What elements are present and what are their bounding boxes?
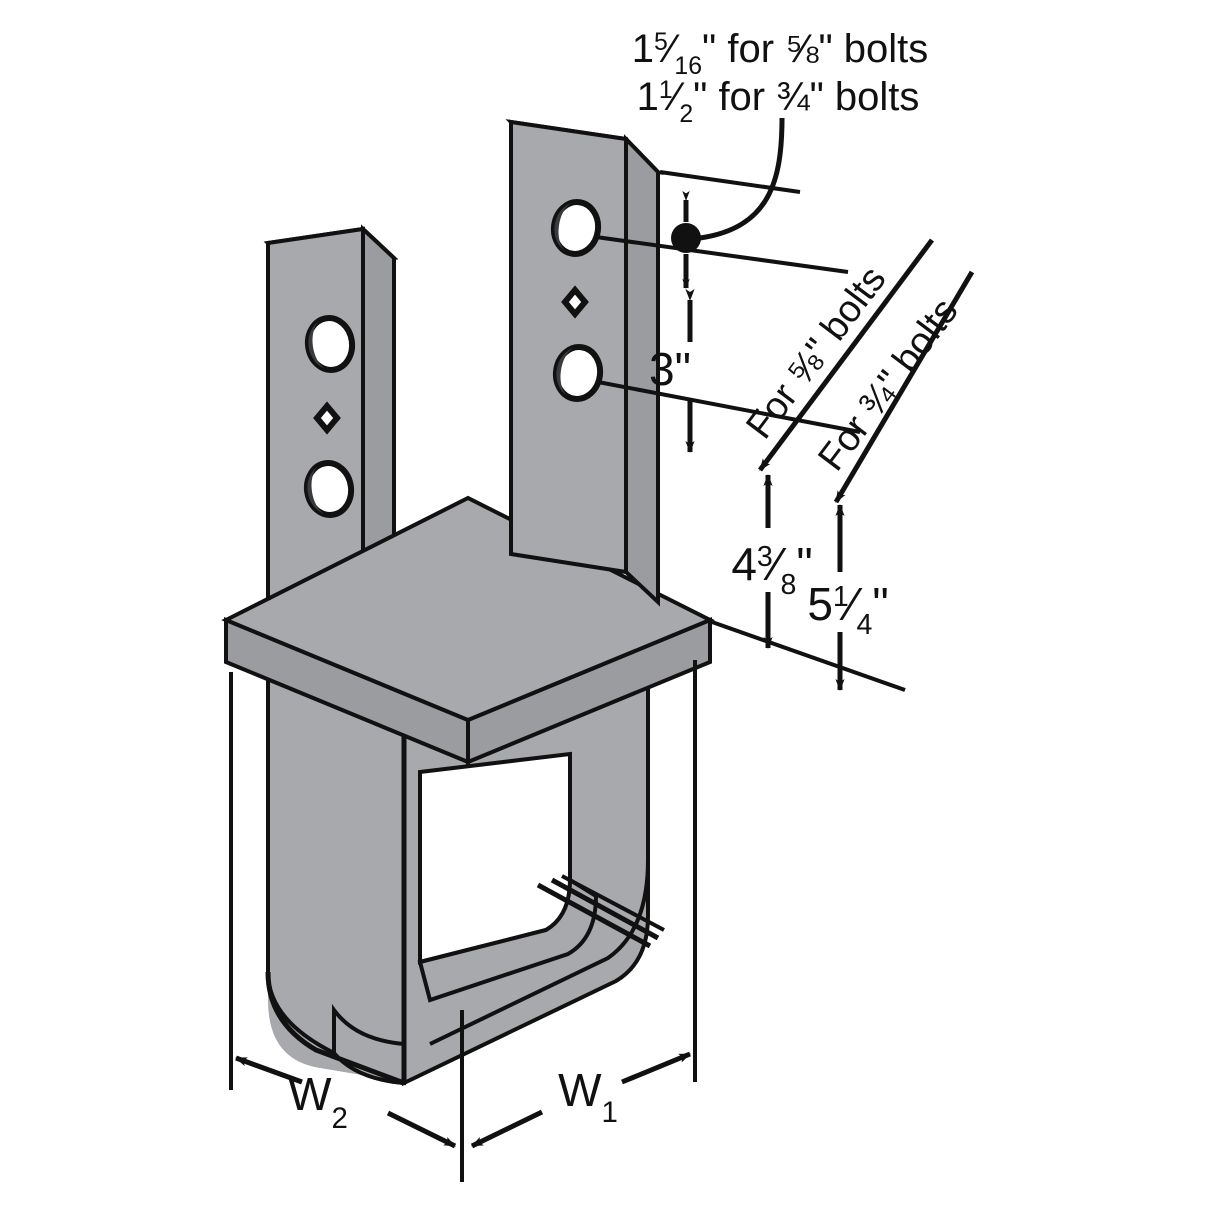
callout-curve [699, 117, 785, 241]
ext-line-flange-top [659, 170, 801, 194]
dim-3in-label: 3" [649, 343, 691, 395]
saddle-right-bottom-curve [429, 859, 650, 1046]
ext-line-upper-bolt [595, 235, 849, 274]
diamond-nail-slot-left [313, 401, 341, 435]
width-extension-lines [229, 660, 697, 1182]
dim-w1-arrow-left [470, 1109, 544, 1149]
dim-edge-distance-34: 51⁄4" [807, 504, 889, 691]
top-callout-leader [671, 117, 785, 253]
callout-dot [671, 223, 701, 253]
bolt-hole-right-lower [552, 344, 604, 402]
dim-w1-label: W1 [558, 1064, 618, 1129]
bolt-hole-left-lower [303, 460, 355, 518]
leader-for-34-bolts [833, 270, 975, 504]
dim-w2-label: W2 [288, 1068, 348, 1135]
callout-line-2: 11⁄2" for ¾" bolts [637, 75, 920, 128]
dim-514-label: 51⁄4" [807, 578, 888, 641]
seat-plate [221, 495, 715, 765]
dim-w1-arrow-right [621, 1051, 691, 1085]
dim-w2: W2 [235, 1055, 457, 1149]
leader-for-58-bolts [757, 238, 935, 472]
dim-w1: W1 [470, 1051, 691, 1149]
diamond-nail-slot-right [561, 285, 589, 319]
dim-bolt-spacing-3in: 3" [649, 289, 695, 453]
dim-edge-distance-58: 43⁄8" [731, 474, 813, 649]
bolt-hole-right-upper [550, 199, 602, 257]
dim-w2-arrow-right [386, 1110, 457, 1149]
bracket-assembly [221, 119, 715, 1087]
top-callout-text-block: 15⁄16" for ⅝" bolts 11⁄2" for ¾" bolts [632, 27, 929, 128]
callout-line-1: 15⁄16" for ⅝" bolts [632, 27, 929, 80]
dim-w2-arrow-left [235, 1055, 303, 1085]
diagonal-leader-lines [757, 238, 975, 504]
diagonal-text-labels: For ⅝" bolts For ¾" bolts [738, 259, 966, 479]
saddle-left-bottom-curve [265, 971, 405, 1086]
ext-line-seat-plate [711, 620, 906, 692]
ext-line-lower-bolt [597, 380, 861, 434]
left-flange [263, 224, 399, 677]
dim-438-label: 43⁄8" [731, 538, 812, 601]
right-flange [505, 119, 664, 607]
seat-plate-top-face [221, 495, 715, 723]
extension-lines [595, 170, 906, 692]
bolt-hole-left-upper [304, 315, 356, 373]
